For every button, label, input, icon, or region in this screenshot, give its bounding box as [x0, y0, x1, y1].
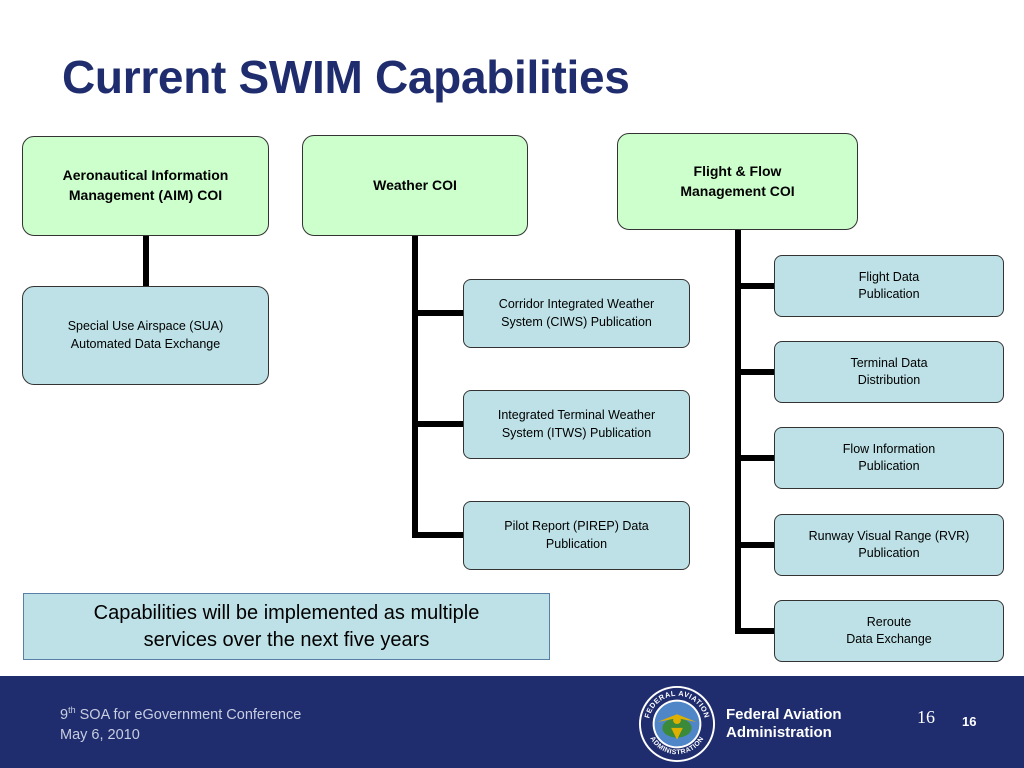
service-box-terminal-data: Terminal Data Distribution [774, 341, 1004, 403]
service-box-reroute: Reroute Data Exchange [774, 600, 1004, 662]
conference-ordinal: 9 [60, 706, 69, 723]
coi-box-flight-flow: Flight & Flow Management COI [617, 133, 858, 230]
connector-weather-trunk [412, 236, 418, 538]
conference-ordinal-suffix: th [68, 705, 76, 715]
page-number-small: 16 [962, 714, 977, 729]
connector-flow-branch [735, 283, 775, 289]
conference-name: SOA for eGovernment Conference [79, 706, 302, 723]
faa-seal-logo: FEDERAL AVIATION ADMINISTRATION [638, 685, 716, 763]
page-title: Current SWIM Capabilities [62, 51, 630, 103]
connector-flow-branch [735, 369, 775, 375]
service-box-rvr: Runway Visual Range (RVR) Publication [774, 514, 1004, 576]
connector-weather-branch [412, 532, 464, 538]
service-box-pirep: Pilot Report (PIREP) Data Publication [463, 501, 690, 570]
connector-aim [143, 236, 149, 286]
coi-box-weather: Weather COI [302, 135, 528, 236]
service-box-flow-information: Flow Information Publication [774, 427, 1004, 489]
connector-weather-branch [412, 421, 464, 427]
service-box-sua: Special Use Airspace (SUA) Automated Dat… [22, 286, 269, 385]
conference-info: 9th SOA for eGovernment Conference May 6… [60, 704, 301, 745]
service-box-flight-data: Flight Data Publication [774, 255, 1004, 317]
page-number-large: 16 [917, 707, 935, 727]
footer-bar [0, 676, 1024, 768]
service-box-itws: Integrated Terminal Weather System (ITWS… [463, 390, 690, 459]
agency-name: Federal Aviation Administration [726, 706, 842, 741]
connector-flow-branch [735, 455, 775, 461]
connector-weather-branch [412, 310, 464, 316]
connector-flow-trunk [735, 230, 741, 634]
note-box: Capabilities will be implemented as mult… [23, 593, 550, 660]
conference-date: May 6, 2010 [60, 727, 140, 744]
connector-flow-branch [735, 542, 775, 548]
coi-box-aim: Aeronautical Information Management (AIM… [22, 136, 269, 236]
service-box-ciws: Corridor Integrated Weather System (CIWS… [463, 279, 690, 348]
connector-flow-branch [735, 628, 775, 634]
